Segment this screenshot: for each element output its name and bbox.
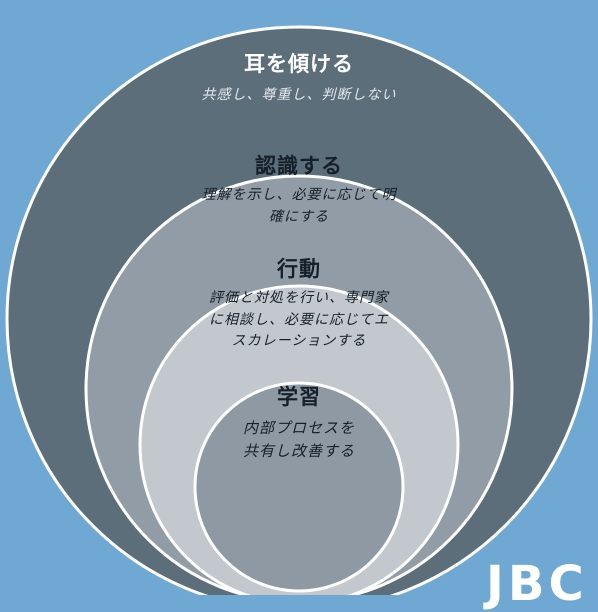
diagram-canvas: 耳を傾ける 共感し、尊重し、判断しない 認識する 理解を示し、必要に応じて明 確… [5, 25, 593, 608]
act-description-line: に相談し、必要に応じてエ [209, 311, 389, 328]
circle-learn [193, 381, 405, 593]
concentric-circles [5, 25, 593, 595]
learn-label-group: 学習 [219, 383, 379, 411]
listen-description: 共感し、尊重し、判断しない [201, 87, 397, 103]
act-title: 行動 [277, 257, 321, 281]
recognize-label-group: 認識する [159, 152, 439, 180]
act-description-line: 評価と対処を行い、専門家 [209, 290, 389, 306]
listen-label-group: 耳を傾ける [149, 50, 449, 78]
recognize-title: 認識する [255, 154, 343, 178]
act-description-line: スカレーションする [231, 333, 367, 350]
learn-title: 学習 [277, 385, 321, 409]
recognize-description: 理解を示し、必要に応じて明 確にする [189, 185, 409, 228]
brand-logo: JBC [486, 556, 588, 612]
recognize-description-line: 確にする [268, 208, 330, 225]
recognize-description-line: 理解を示し、必要に応じて明 [201, 187, 397, 203]
act-description: 評価と対処を行い、専門家 に相談し、必要に応じてエ スカレーションする [194, 288, 404, 353]
listen-title: 耳を傾ける [244, 52, 354, 76]
learn-description-line: 共有し改善する [242, 442, 355, 461]
learn-description-line: 内部プロセスを [242, 419, 355, 437]
act-label-group: 行動 [199, 255, 399, 283]
learn-description: 内部プロセスを 共有し改善する [219, 417, 379, 464]
